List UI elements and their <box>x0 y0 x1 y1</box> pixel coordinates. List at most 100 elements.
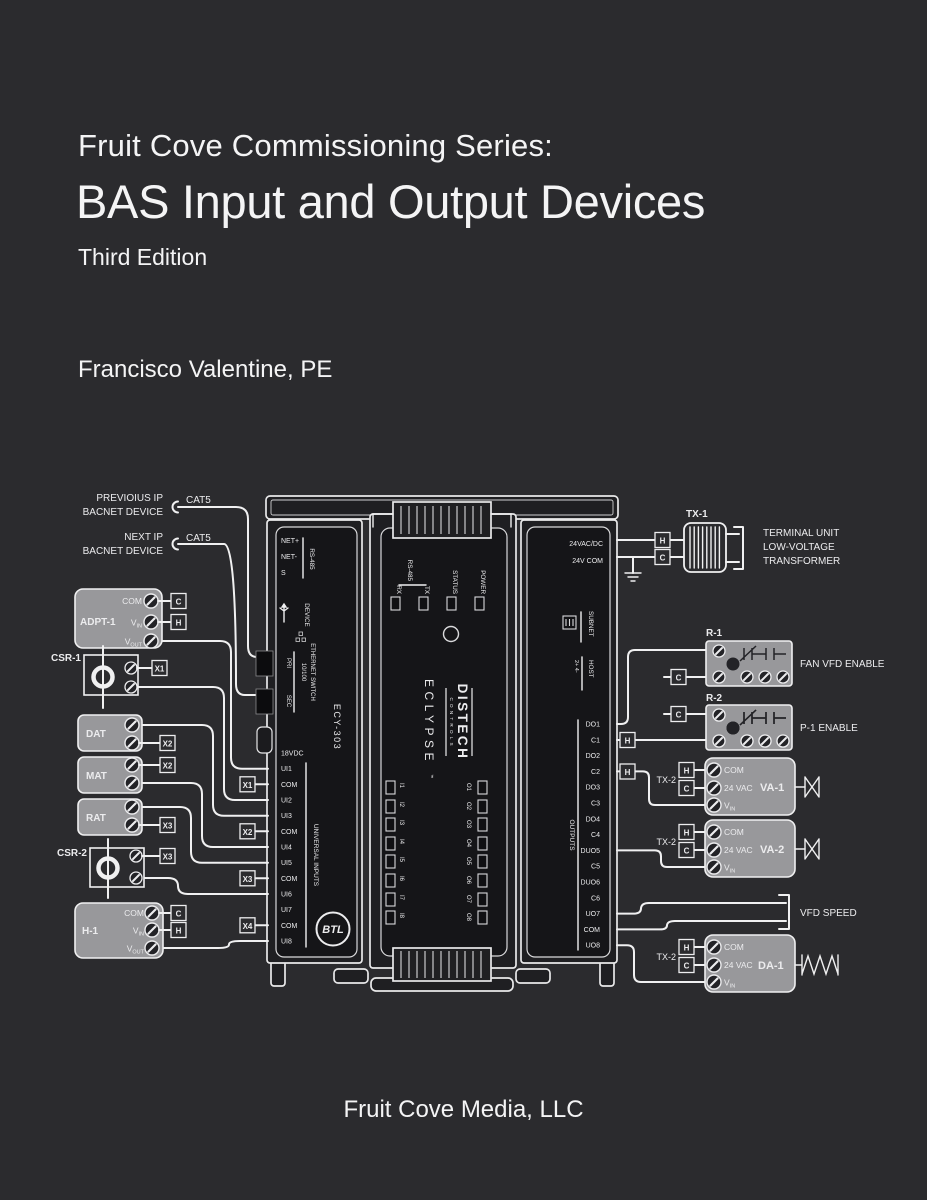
r2-name: R-2 <box>706 693 723 704</box>
da1-name: DA-1 <box>758 960 784 972</box>
current-sensor-icon <box>91 665 115 689</box>
cat5-wire-top <box>177 506 258 658</box>
valve-icon <box>804 838 820 860</box>
sec-label: SEC <box>285 695 291 708</box>
vent-comb-bottom <box>392 947 492 982</box>
tag-c <box>678 956 695 974</box>
svg-text:H: H <box>625 768 631 777</box>
terminal-c1: C1 <box>591 737 600 744</box>
svg-text:O3: O3 <box>465 820 471 829</box>
r1-desc: FAN VFD ENABLE <box>800 659 885 670</box>
da1-tx2-label: TX-2 <box>656 952 676 962</box>
tag-h <box>678 761 695 779</box>
svg-text:X2: X2 <box>243 828 253 837</box>
valve-icon <box>804 776 820 798</box>
va1-name: VA-1 <box>760 782 784 794</box>
vent-comb-top <box>372 501 512 539</box>
terminal-c5: C5 <box>591 864 600 871</box>
tag-x2 <box>239 823 256 840</box>
host-label: HOST <box>587 660 594 678</box>
right-strip-labels: 24VAC/DC 24V COM SUBNET 2+ 4- HOST DO1 C… <box>562 541 603 951</box>
tag-x1 <box>151 659 168 677</box>
terminal-do4: DO4 <box>586 816 601 823</box>
svg-text:X2: X2 <box>163 740 173 749</box>
svg-text:I2: I2 <box>398 802 404 808</box>
va2-vin-label: VIN <box>724 863 735 875</box>
terminal-ui4: UI4 <box>281 845 292 852</box>
device-mat: MAT X2 <box>77 756 176 794</box>
rat-name: RAT <box>86 813 106 824</box>
svg-text:DISTECH: DISTECH <box>455 684 470 761</box>
current-sensor-icon <box>96 856 120 880</box>
svg-text:I1: I1 <box>398 783 404 789</box>
svg-text:X3: X3 <box>243 875 253 884</box>
terminal-com: COM <box>281 829 298 836</box>
terminal-do3: DO3 <box>586 785 601 792</box>
next-device-line1: NEXT IP <box>124 532 163 543</box>
tag-x2 <box>159 734 176 752</box>
tag-h <box>619 731 636 749</box>
svg-text:X1: X1 <box>155 665 165 674</box>
universal-inputs-label: UNIVERSAL INPUTS <box>312 824 319 887</box>
va1-tx2-label: TX-2 <box>656 775 676 785</box>
va2-com-label: COM <box>724 827 744 837</box>
cat5-wire-bottom <box>177 543 258 696</box>
tag-h <box>170 613 187 631</box>
va1-com-label: COM <box>724 765 744 775</box>
foot-right <box>515 968 551 984</box>
device-csr1: CSR-1 X1 <box>51 645 168 709</box>
terminal-c3: C3 <box>591 801 600 808</box>
da1-vin-label: VIN <box>724 978 735 990</box>
foot-left <box>333 968 369 984</box>
io-leds: I1 I2 I3 I4 I5 I6 I7 I8 O1 O2 O3 O4 O5 O… <box>385 780 488 925</box>
svg-text:I5: I5 <box>398 857 404 863</box>
edition-label: Third Edition <box>78 244 208 270</box>
usb-icon <box>279 602 289 623</box>
previous-device-line2: BACNET DEVICE <box>83 507 164 518</box>
terminal-ui5: UI5 <box>281 860 292 867</box>
svg-text:I6: I6 <box>398 876 404 882</box>
com-wire-tags: X1 X2 X3 X4 <box>239 776 269 934</box>
terminal-uo8: UO8 <box>586 943 601 950</box>
model-label: ECY-303 <box>332 704 342 750</box>
rs485-label: RS-485 <box>308 548 315 570</box>
power-terminal-2: 24V COM <box>572 558 603 565</box>
h1-vin-label: VIN <box>133 926 144 938</box>
wire-mat-ui4 <box>138 782 269 848</box>
svg-text:H: H <box>176 927 182 936</box>
shield-label: S <box>281 570 286 577</box>
network-labels: PREVIOIUS IP BACNET DEVICE CAT5 NEXT IP … <box>83 493 258 696</box>
center-face: RS-485 RX TX STATUS POWER DISTECH C O N … <box>385 560 488 925</box>
device-h1: H-1 COM VIN VOUT C H <box>74 902 187 959</box>
svg-text:C O N T R O L S: C O N T R O L S <box>449 697 454 746</box>
svg-text:X3: X3 <box>163 853 173 862</box>
terminal-do2: DO2 <box>586 753 601 760</box>
cat5-label-top: CAT5 <box>186 495 211 506</box>
tag-x1 <box>239 776 256 793</box>
device-da1: TX-2 H C COM 24 VAC VIN DA-1 <box>616 934 839 993</box>
adpt1-com-label: COM <box>122 596 142 606</box>
va2-tx2-label: TX-2 <box>656 837 676 847</box>
terminal-ui7: UI7 <box>281 907 292 914</box>
btl-logo-icon <box>315 911 351 947</box>
wire-h1-ui8 <box>158 940 269 949</box>
tag-x2 <box>159 756 176 774</box>
svg-text:O2: O2 <box>465 802 471 811</box>
tx1-desc-line3: TRANSFORMER <box>763 556 840 567</box>
tag-c <box>678 779 695 797</box>
wire-adpt1-ui1 <box>157 640 269 770</box>
reset-button <box>442 625 460 643</box>
net-plus-label: NET+ <box>281 538 299 545</box>
svg-text:O5: O5 <box>465 857 471 866</box>
ethernet-port-sec <box>255 688 274 715</box>
terminal-c6: C6 <box>591 895 600 902</box>
terminal-com: COM <box>281 876 298 883</box>
device-rat: RAT X3 <box>77 798 176 836</box>
vfd-speed-output: VFD SPEED <box>616 894 857 931</box>
author-name: Francisco Valentine, PE <box>78 356 333 383</box>
wire-hook-icon <box>171 537 179 551</box>
va2-vac-label: 24 VAC <box>724 845 753 855</box>
va1-vin-label: VIN <box>724 801 735 813</box>
usb-port <box>256 726 273 754</box>
